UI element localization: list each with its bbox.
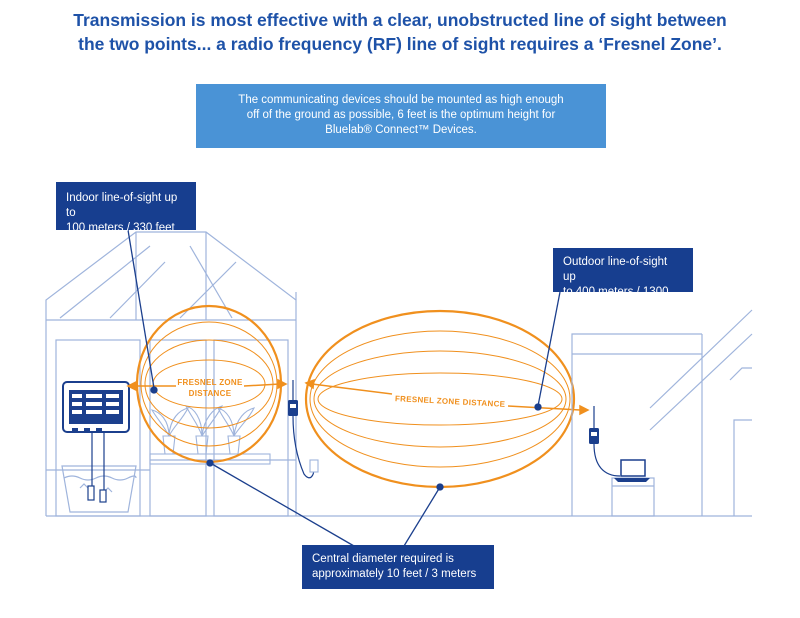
callout-outdoor-line1: Outdoor line-of-sight up	[563, 256, 668, 283]
note-line3: Bluelab® Connect™ Devices.	[325, 124, 477, 136]
fresnel-zone-label-right: FRESNEL ZONE DISTANCE	[395, 394, 506, 409]
fresnel-zone-label-left-line1: FRESNEL ZONE	[177, 378, 243, 387]
callout-central-diameter: Central diameter required is approximate…	[302, 545, 494, 589]
callout-outdoor-line2: to 400 meters / 1300 feet	[563, 286, 669, 313]
callout-indoor-line1: Indoor line-of-sight up to	[66, 192, 178, 219]
fresnel-distance-arrows	[126, 378, 590, 416]
grow-tank	[61, 465, 137, 513]
house-outline	[571, 309, 753, 517]
page-heading-line2: the two points... a radio frequency (RF)…	[78, 34, 722, 54]
laptop-icon	[614, 459, 650, 482]
note-line2: off of the ground as possible, 6 feet is…	[246, 109, 556, 121]
mounting-height-note: The communicating devices should be moun…	[196, 84, 606, 148]
callout-leader-lines	[127, 229, 561, 547]
plant-stand	[149, 405, 271, 465]
controller-device	[62, 381, 130, 503]
callout-outdoor-range: Outdoor line-of-sight up to 400 meters /…	[553, 248, 693, 313]
fresnel-zone-label-left-line2: DISTANCE	[189, 389, 232, 398]
greenhouse-outline	[45, 231, 297, 517]
page-heading: Transmission is most effective with a cl…	[0, 8, 800, 56]
callout-indoor-range: Indoor line-of-sight up to 100 meters / …	[56, 182, 196, 234]
callout-central-line1: Central diameter required is	[312, 553, 454, 565]
sensor-device-left	[288, 380, 319, 479]
page-heading-line1: Transmission is most effective with a cl…	[73, 10, 727, 30]
callout-indoor-line2: 100 meters / 330 feet	[66, 222, 175, 234]
note-line1: The communicating devices should be moun…	[238, 94, 564, 106]
sensor-device-right	[589, 406, 621, 477]
callout-central-line2: approximately 10 feet / 3 meters	[312, 568, 477, 580]
